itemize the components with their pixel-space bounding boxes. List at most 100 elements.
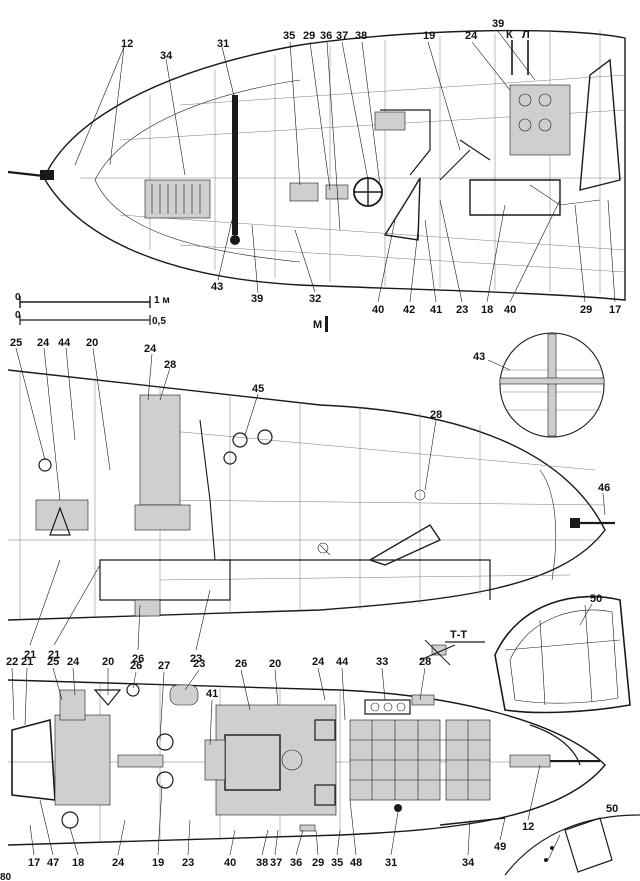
bottom-callout-40: 40 bbox=[224, 857, 236, 869]
callout-37: 37 bbox=[336, 30, 348, 42]
side-callout-20: 20 bbox=[86, 337, 98, 349]
section-T-T: Т-Т bbox=[419, 629, 485, 666]
fuel-tank bbox=[144, 179, 211, 219]
svg-text:43: 43 bbox=[473, 351, 485, 363]
callout-39b: 39 bbox=[251, 293, 263, 305]
bottom-callout-48: 48 bbox=[350, 857, 362, 869]
side-callout-25: 25 bbox=[10, 337, 22, 349]
callout-18: 18 bbox=[481, 304, 493, 316]
bottom-callout-17: 17 bbox=[28, 857, 40, 869]
bottom-callout-34: 34 bbox=[462, 857, 475, 869]
bottom-callout-23b: 23 bbox=[182, 857, 194, 869]
scale-0-top: 0 bbox=[15, 292, 21, 303]
leader-lines-side bbox=[15, 347, 606, 651]
bottom-callout-12: 12 bbox=[522, 821, 534, 833]
svg-text:Т-Т: Т-Т bbox=[450, 629, 467, 641]
scale-bar: 0 1 м 0 0,5 bbox=[15, 292, 170, 327]
section-mark-M: М bbox=[313, 316, 328, 332]
central-section bbox=[215, 704, 337, 816]
bottom-callout-25: 25 bbox=[47, 656, 59, 668]
side-callout-21: 21 bbox=[24, 649, 36, 661]
callout-35: 35 bbox=[283, 30, 295, 42]
callout-40: 40 bbox=[372, 304, 384, 316]
bottom-callout-37: 37 bbox=[270, 857, 282, 869]
side-fuselage-view: 25 24 44 20 24 28 45 28 46 21 21 26 23 bbox=[7, 337, 615, 665]
bottom-callout-21: 21 bbox=[21, 656, 33, 668]
gun-barrel bbox=[232, 95, 238, 235]
callout-32: 32 bbox=[309, 293, 321, 305]
bottom-callout-18: 18 bbox=[72, 857, 84, 869]
rear-seat bbox=[579, 58, 621, 191]
callout-43: 43 bbox=[211, 281, 223, 293]
bottom-callout-23: 23 bbox=[193, 658, 205, 670]
callout-29b: 29 bbox=[580, 304, 592, 316]
side-callout-46: 46 bbox=[598, 482, 610, 494]
radio-rack bbox=[139, 394, 181, 506]
bottom-callout-20b: 20 bbox=[269, 658, 281, 670]
callout-31: 31 bbox=[217, 38, 229, 50]
instrument-panel bbox=[509, 84, 571, 156]
callout-38: 38 bbox=[355, 30, 367, 42]
pilot-seat-side bbox=[368, 524, 442, 566]
instrument-dial bbox=[232, 432, 248, 448]
leader-lines-bottom bbox=[11, 667, 541, 856]
side-callout-24: 24 bbox=[37, 337, 50, 349]
callout-41: 41 bbox=[430, 304, 442, 316]
callout-12: 12 bbox=[121, 38, 133, 50]
bottom-callout-29: 29 bbox=[312, 857, 324, 869]
svg-text:50: 50 bbox=[590, 593, 602, 605]
bottom-callout-36: 36 bbox=[290, 857, 302, 869]
callout-42: 42 bbox=[403, 304, 415, 316]
bottom-callout-33: 33 bbox=[376, 656, 388, 668]
side-callout-28b: 28 bbox=[430, 409, 442, 421]
side-callout-26: 26 bbox=[132, 653, 144, 665]
leader-lines-top bbox=[74, 29, 616, 303]
pilot-seat bbox=[383, 177, 421, 241]
bottom-callout-44: 44 bbox=[336, 656, 349, 668]
callout-39: 39 bbox=[492, 18, 504, 30]
bottom-callout-41: 41 bbox=[206, 688, 218, 700]
bottom-callout-24c: 24 bbox=[112, 857, 125, 869]
canopy-detail: 50 bbox=[494, 593, 631, 714]
side-frame-lines bbox=[8, 370, 606, 620]
callout-40b: 40 bbox=[504, 304, 516, 316]
side-callout-45: 45 bbox=[252, 383, 264, 395]
callout-17: 17 bbox=[609, 304, 621, 316]
scale-0-5: 0,5 bbox=[152, 316, 166, 327]
bottom-callout-38: 38 bbox=[256, 857, 268, 869]
svg-text:50: 50 bbox=[606, 803, 618, 815]
bottom-callout-20: 20 bbox=[102, 656, 114, 668]
callout-34: 34 bbox=[160, 50, 173, 62]
bottom-callout-26: 26 bbox=[130, 660, 142, 672]
bottom-callout-22: 22 bbox=[6, 656, 18, 668]
bottom-callout-19: 19 bbox=[152, 857, 164, 869]
callout-23: 23 bbox=[456, 304, 468, 316]
side-callout-28: 28 bbox=[164, 359, 176, 371]
section-L: Л bbox=[522, 29, 530, 41]
side-callout-23: 23 bbox=[190, 653, 202, 665]
section-K: К bbox=[506, 29, 513, 41]
bottom-callout-24: 24 bbox=[67, 656, 80, 668]
bottom-callout-27: 27 bbox=[158, 660, 170, 672]
detail-50-small: 50 bbox=[504, 803, 640, 876]
bottom-callout-24b: 24 bbox=[312, 656, 325, 668]
side-callout-44: 44 bbox=[58, 337, 71, 349]
page-number: 80 bbox=[0, 872, 12, 881]
scale-1m: 1 м bbox=[154, 295, 170, 306]
detail-43: 43 bbox=[473, 332, 605, 438]
frame-lines bbox=[80, 30, 626, 294]
bottom-callout-47: 47 bbox=[47, 857, 59, 869]
callout-36: 36 bbox=[320, 30, 332, 42]
callout-29: 29 bbox=[303, 30, 315, 42]
bottom-fuselage-view: 22 21 25 24 20 26 27 23 41 26 20 24 44 3… bbox=[6, 656, 606, 869]
svg-text:М: М bbox=[313, 319, 322, 331]
side-callout-24b: 24 bbox=[144, 343, 157, 355]
callout-19: 19 bbox=[423, 30, 435, 42]
bottom-callout-35: 35 bbox=[331, 857, 343, 869]
scale-0-bottom: 0 bbox=[15, 310, 21, 321]
bottom-callout-49: 49 bbox=[494, 841, 506, 853]
side-callout-21b: 21 bbox=[48, 649, 60, 661]
bottom-callout-26b: 26 bbox=[235, 658, 247, 670]
top-fuselage-view: 12 34 31 35 29 36 37 38 19 24 39 К Л 43 … bbox=[7, 18, 626, 316]
